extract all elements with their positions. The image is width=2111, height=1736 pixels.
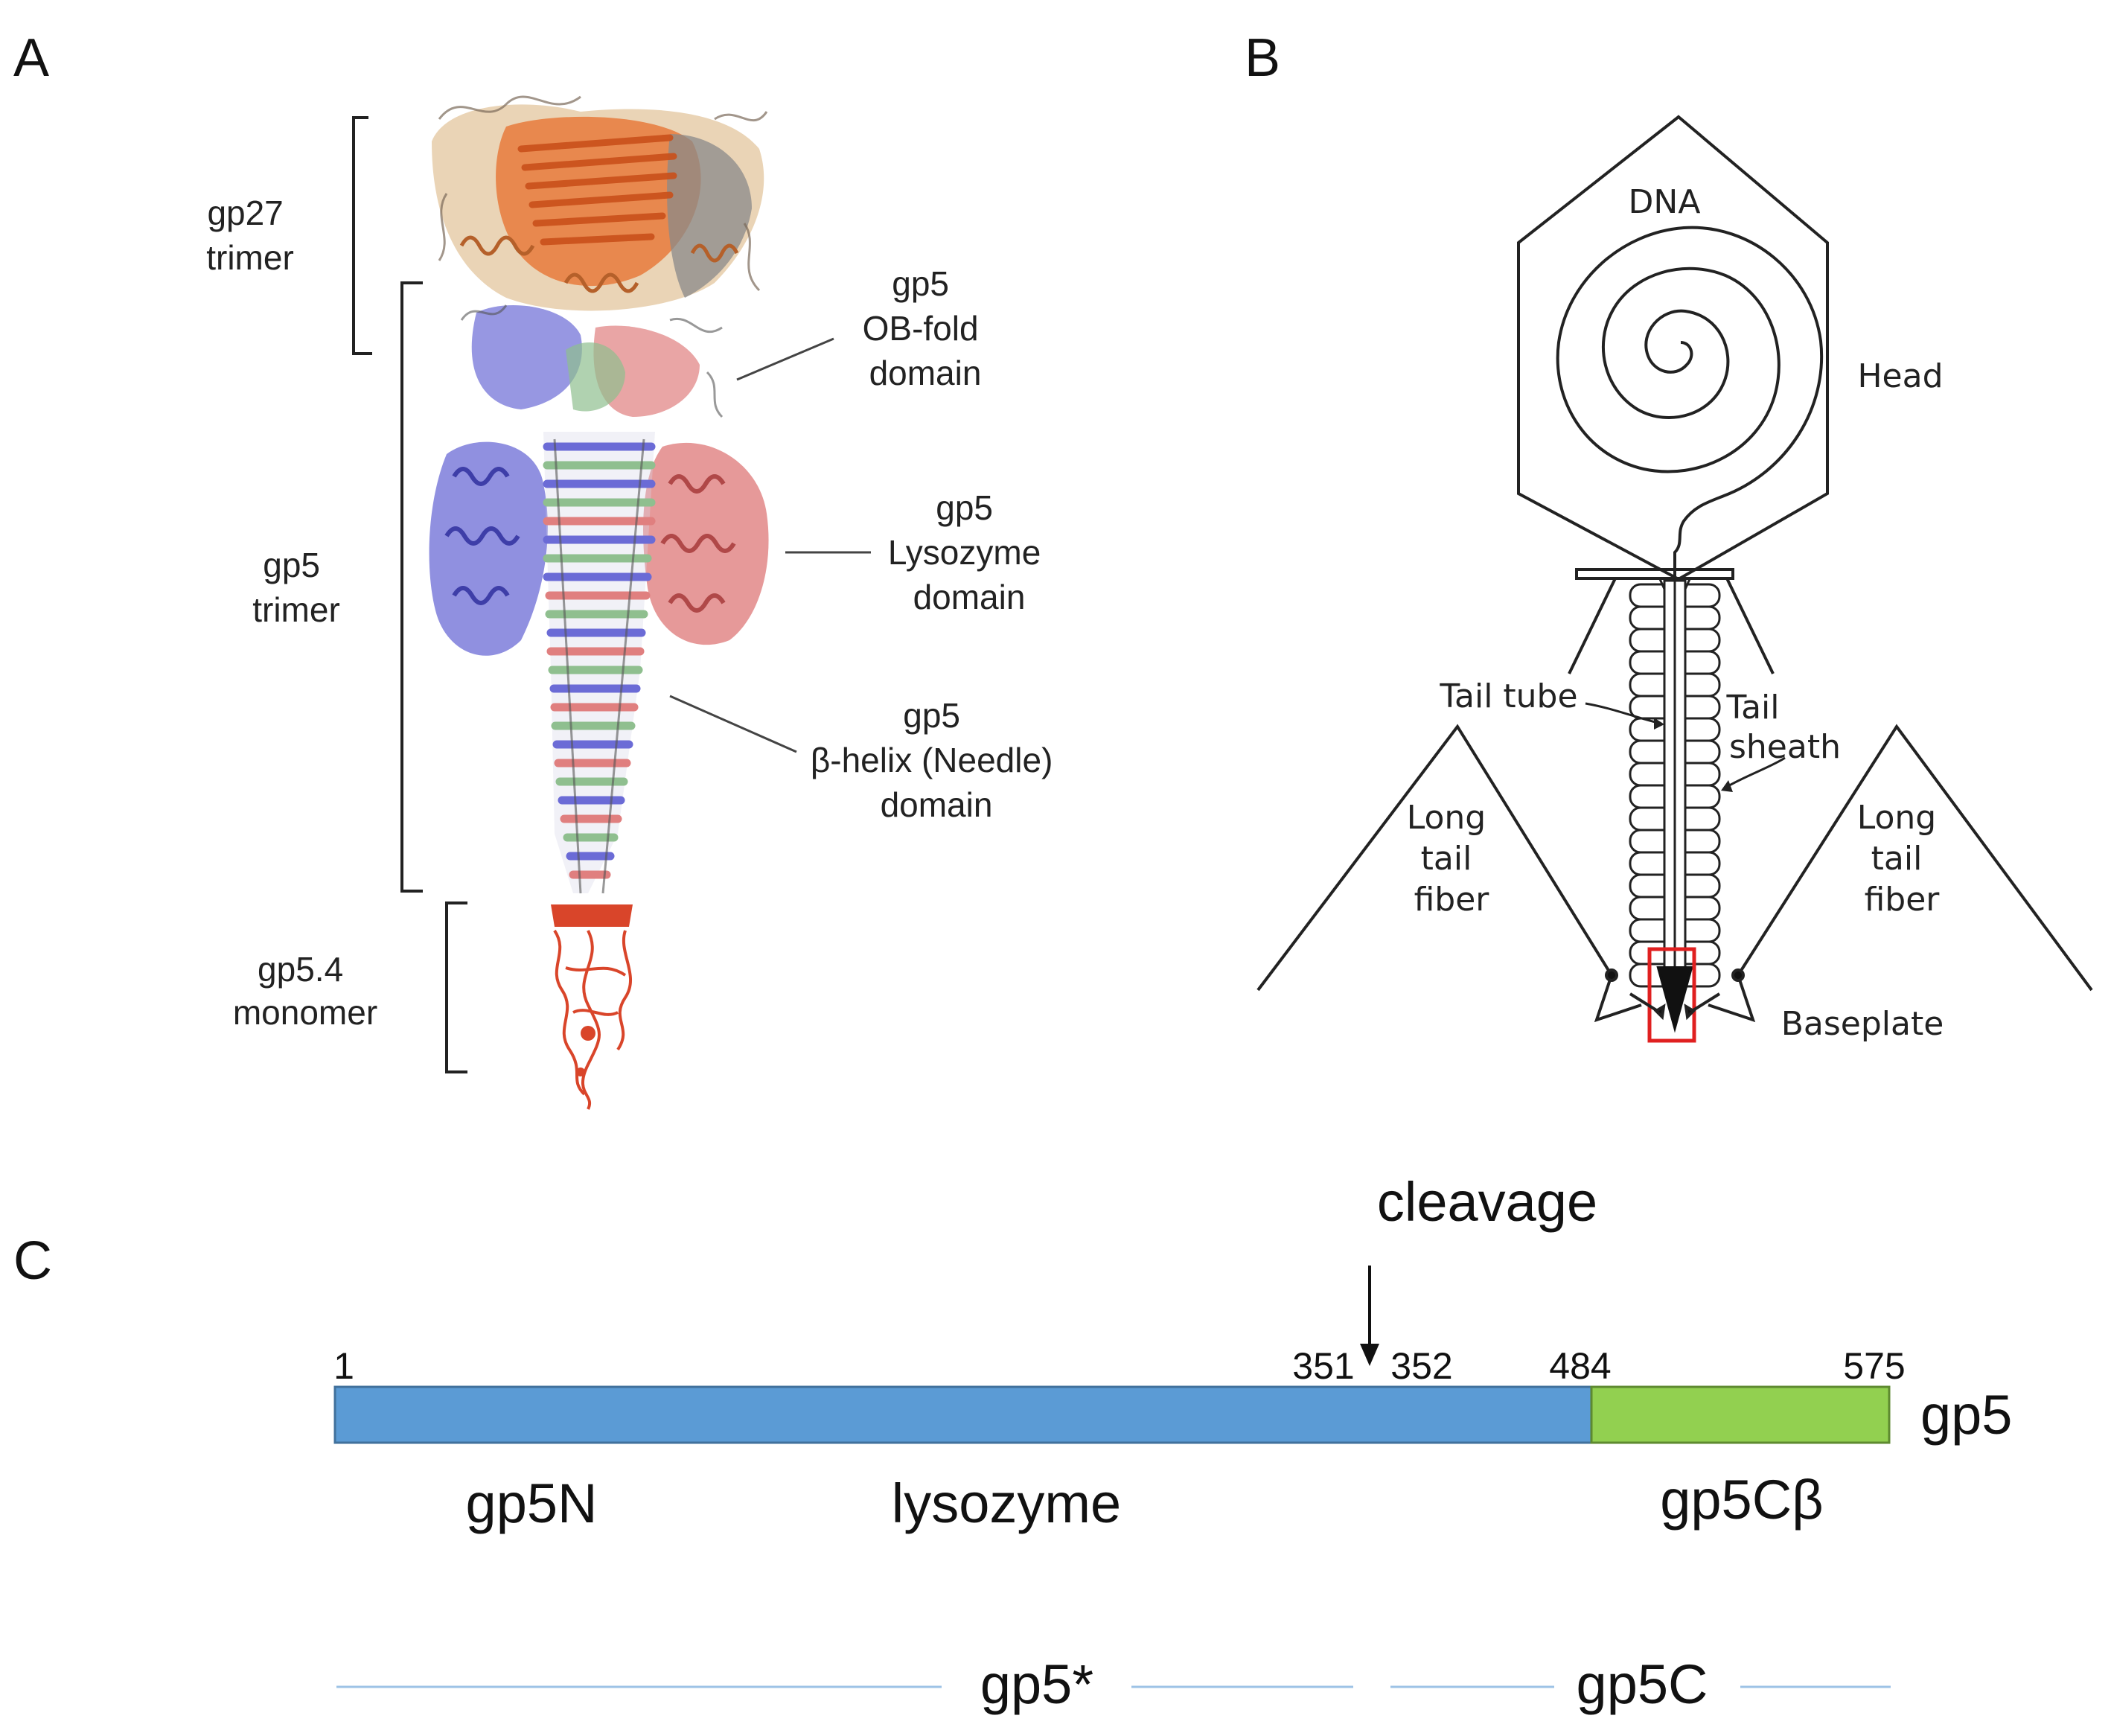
label-long-tail-fiber-right: Long tail fiber: [1857, 799, 1946, 919]
gp5-lysozyme-right: [643, 442, 769, 645]
pos-352: 352: [1390, 1345, 1452, 1387]
pos-575: 575: [1843, 1345, 1905, 1387]
segment-gp5-nterm: [333, 1385, 1593, 1444]
whisker-left: [1568, 578, 1617, 674]
label-lysozyme-domain: lysozyme: [892, 1472, 1121, 1534]
bracket-gp54: [445, 901, 467, 1073]
baseplate: [1594, 974, 1756, 1023]
whisker-right: [1725, 578, 1775, 674]
gp5-lysozyme-left: [429, 441, 548, 656]
phage-collar: [1575, 568, 1734, 580]
label-long-tail-fiber-left: Long tail fiber: [1407, 799, 1496, 919]
protein-structure: [429, 95, 769, 1110]
leader-ob-fold: [736, 337, 834, 381]
dna-spiral: [1556, 226, 1824, 581]
panel-a: gp27 trimer gp5 trimer gp5.4 monomer: [206, 95, 1062, 1110]
gp27-region: [432, 95, 768, 311]
leader-beta-helix: [669, 695, 797, 753]
gp5-ob-fold-region: [460, 304, 724, 418]
label-beta-helix: gp5 β-helix (Needle) domain: [811, 696, 1062, 824]
panel-label-c: C: [13, 1231, 52, 1291]
label-gp5cb: gp5Cβ: [1660, 1469, 1823, 1531]
label-tail-tube: Tail tube: [1439, 677, 1577, 715]
pos-484: 484: [1549, 1345, 1611, 1387]
bracket-gp5: [400, 281, 423, 893]
label-head: Head: [1857, 357, 1943, 395]
label-dna: DNA: [1629, 183, 1701, 221]
segment-gp5-cterm: [1590, 1385, 1891, 1444]
pos-351: 351: [1292, 1345, 1354, 1387]
panel-label-a: A: [13, 28, 49, 88]
long-tail-fiber-left: [1256, 724, 1613, 992]
label-gp5star: gp5*: [980, 1653, 1093, 1715]
label-lysozyme: gp5 Lysozyme domain: [888, 488, 1050, 616]
needle-highlight-box: [1647, 947, 1696, 1043]
panel-b: [1256, 115, 2093, 1043]
label-baseplate: Baseplate: [1781, 1005, 1944, 1043]
label-gp5-trimer: gp5 trimer: [252, 546, 340, 629]
bracket-gp27: [352, 116, 372, 355]
panel-label-b: B: [1245, 28, 1280, 88]
panel-c: cleavage 1 351 352 484 575 gp5 gp5N lyso…: [333, 1171, 2012, 1715]
label-gp5-protein: gp5: [1920, 1384, 2012, 1446]
pos-1: 1: [333, 1345, 354, 1387]
gp5-beta-helix-needle: [543, 432, 656, 894]
panel-b-labels: DNA Head Tail tube Tail sheath Long tail…: [1407, 183, 1946, 1043]
pointer-tail-tube: [1585, 702, 1662, 725]
long-tail-fiber-right: [1737, 724, 2093, 992]
tail-tube: [1663, 579, 1687, 984]
label-cleavage: cleavage: [1377, 1171, 1597, 1233]
label-gp5n: gp5N: [466, 1472, 598, 1534]
label-tail-sheath: Tail sheath: [1725, 689, 1841, 766]
pointer-tail-sheath: [1725, 756, 1786, 789]
label-gp5c: gp5C: [1577, 1653, 1708, 1715]
label-gp54-monomer: gp5.4 monomer: [233, 950, 377, 1032]
label-gp27-trimer: gp27 trimer: [206, 194, 294, 277]
gp54-tip: [551, 904, 633, 1110]
label-ob-fold: gp5 OB-fold domain: [863, 264, 989, 392]
tail-needle: [1656, 966, 1693, 1033]
